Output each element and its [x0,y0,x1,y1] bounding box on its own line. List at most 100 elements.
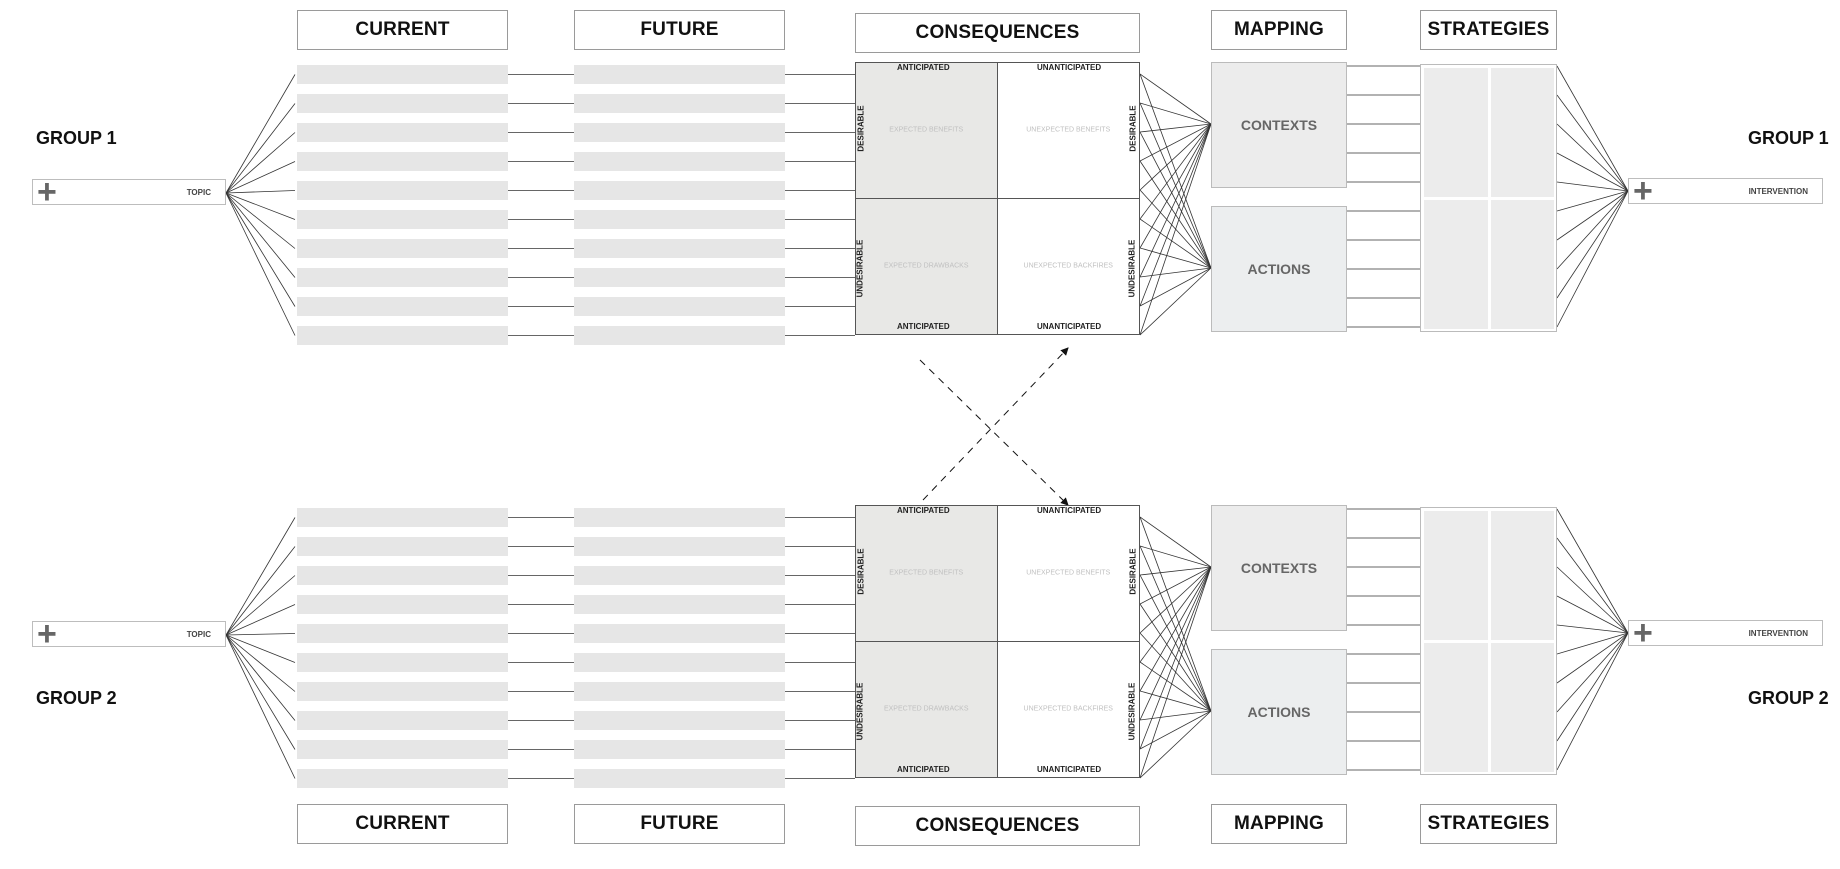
future-bar[interactable] [574,769,785,788]
strategy-square[interactable] [1490,200,1554,329]
current-bar[interactable] [297,268,508,287]
undesirable-right-label: UNDESIRABLE [1127,239,1137,298]
topic-box-2[interactable]: +TOPIC [32,615,226,653]
topic-fan-line [225,192,296,220]
future-bar[interactable] [574,682,785,701]
desirable-right-label: DESIRABLE [1128,105,1138,152]
strategy-square[interactable] [1424,643,1488,772]
strategy-square[interactable] [1424,68,1488,197]
future-bar[interactable] [574,566,785,585]
future-bar[interactable] [574,268,785,287]
contexts-box-1[interactable]: CONTEXTS [1211,62,1347,188]
current-bar[interactable] [297,94,508,113]
contexts-box-2[interactable]: CONTEXTS [1211,505,1347,631]
strategy-fan-line [1556,94,1629,192]
strategy-square[interactable] [1490,643,1554,772]
future-bar[interactable] [574,123,785,142]
future-bar[interactable] [574,740,785,759]
current-bar[interactable] [297,297,508,316]
bottom-header-consequences: CONSEQUENCES [855,806,1140,846]
unexpected-benefits-cell[interactable]: UNEXPECTED BENEFITS [997,63,1139,199]
future-bar[interactable] [574,210,785,229]
current-bar[interactable] [297,210,508,229]
expected-drawbacks-cell[interactable]: EXPECTED DRAWBACKS [856,198,998,334]
topic-fan-line [225,634,296,750]
future-bar[interactable] [574,508,785,527]
strategy-fan-line [1556,632,1629,713]
future-bar[interactable] [574,152,785,171]
topic-box-1[interactable]: +TOPIC [32,173,226,211]
matrix-contexts-line [1139,566,1212,779]
current-bar[interactable] [297,152,508,171]
strategy-fan-line [1556,632,1629,742]
expected-drawbacks-cell[interactable]: EXPECTED DRAWBACKS [856,641,998,777]
strategies-box-2[interactable] [1420,507,1557,775]
future-bar[interactable] [574,624,785,643]
future-bar[interactable] [574,65,785,84]
strategy-square[interactable] [1424,511,1488,640]
cell-placeholder: UNEXPECTED BENEFITS [1026,569,1111,577]
future-bar[interactable] [574,595,785,614]
plus-icon[interactable]: + [37,615,57,653]
matrix-contexts-line [1139,73,1212,125]
strategy-fan-line [1556,181,1629,192]
cell-placeholder: EXPECTED BENEFITS [889,126,964,134]
current-bar[interactable] [297,566,508,585]
cross-group-arrows [919,347,1069,506]
desirable-left-label: DESIRABLE [856,548,866,595]
strategies-box-1[interactable] [1420,64,1557,332]
undesirable-right-label: UNDESIRABLE [1127,682,1137,741]
current-bar[interactable] [297,653,508,672]
intervention-box-1[interactable]: +INTERVENTION [1628,172,1823,210]
unexpected-backfires-cell[interactable]: UNEXPECTED BACKFIRES [997,198,1139,334]
strategy-fan-line [1556,190,1629,212]
strategy-fan-line [1556,190,1629,270]
future-bar[interactable] [574,653,785,672]
unexpected-backfires-cell[interactable]: UNEXPECTED BACKFIRES [997,641,1139,777]
anticipated-bottom-label: ANTICIPATED [897,765,950,774]
current-bar[interactable] [297,326,508,345]
current-bar[interactable] [297,508,508,527]
current-bar[interactable] [297,123,508,142]
current-bar[interactable] [297,740,508,759]
strategy-fan-line [1556,190,1629,328]
future-bar[interactable] [574,94,785,113]
top-header-current: CURRENT [297,10,508,50]
expected-benefits-cell[interactable]: EXPECTED BENEFITS [856,506,998,642]
expected-benefits-cell[interactable]: EXPECTED BENEFITS [856,63,998,199]
current-bar[interactable] [297,624,508,643]
matrix-contexts-line [1139,123,1212,336]
strategy-square[interactable] [1490,511,1554,640]
strategy-fan-line [1556,65,1629,192]
actions-box-2[interactable]: ACTIONS [1211,649,1347,775]
current-bar[interactable] [297,711,508,730]
group-label-left-2: GROUP 2 [36,688,117,708]
plus-icon[interactable]: + [37,173,57,211]
future-bar[interactable] [574,297,785,316]
future-bar[interactable] [574,326,785,345]
top-header-strategies: STRATEGIES [1420,10,1557,50]
current-bar[interactable] [297,595,508,614]
strategy-square[interactable] [1424,200,1488,329]
matrix-actions-line [1139,710,1212,721]
current-bar[interactable] [297,537,508,556]
current-bar[interactable] [297,65,508,84]
future-bar[interactable] [574,239,785,258]
future-bar[interactable] [574,711,785,730]
current-bar[interactable] [297,239,508,258]
future-bar[interactable] [574,181,785,200]
strategy-square[interactable] [1490,68,1554,197]
unexpected-benefits-cell[interactable]: UNEXPECTED BENEFITS [997,506,1139,642]
plus-icon[interactable]: + [1633,614,1653,652]
strategy-fan-line [1556,632,1629,655]
intervention-box-2[interactable]: +INTERVENTION [1628,614,1823,652]
matrix-contexts-line [1139,123,1212,249]
future-bar[interactable] [574,537,785,556]
current-bar[interactable] [297,181,508,200]
current-bar[interactable] [297,769,508,788]
current-bar[interactable] [297,682,508,701]
actions-box-1[interactable]: ACTIONS [1211,206,1347,332]
consequence-matrix-2: EXPECTED BENEFITS UNEXPECTED BENEFITS EXPE… [855,505,1140,778]
plus-icon[interactable]: + [1633,172,1653,210]
matrix-contexts-line [1139,123,1212,133]
